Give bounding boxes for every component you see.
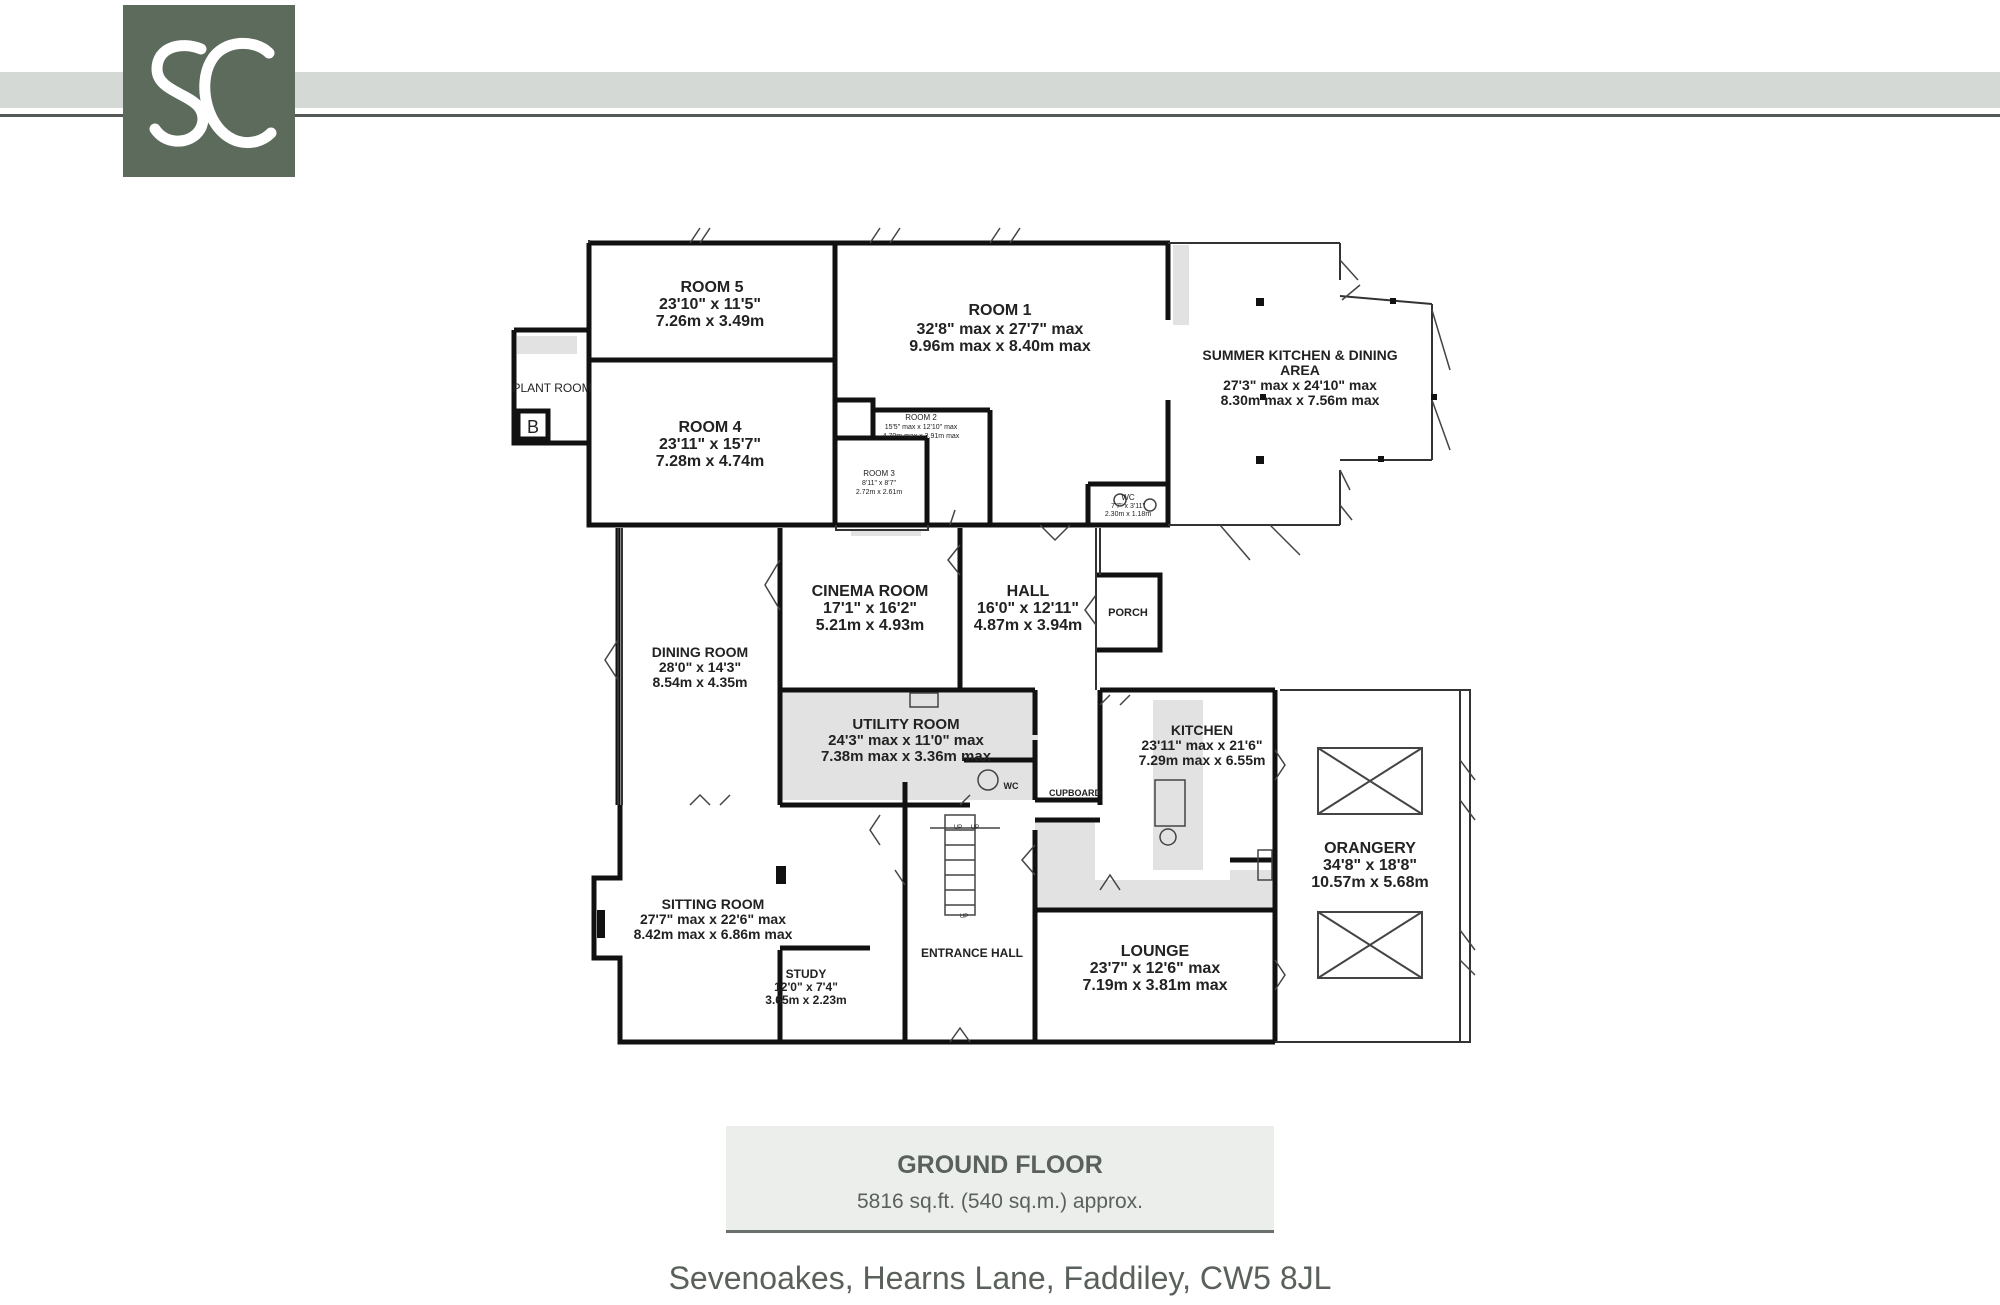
orangery-name: ORANGERY: [1324, 840, 1416, 857]
lounge-imperial: 23'7" x 12'6" max: [1090, 960, 1221, 977]
study-name: STUDY: [786, 967, 827, 981]
hall-metric: 4.87m x 3.94m: [974, 617, 1083, 634]
wc-top-name: WC: [1121, 493, 1135, 502]
sc-monogram-icon: [149, 37, 277, 149]
stairs-up-2: UP: [971, 825, 979, 831]
sc-logo: [123, 5, 295, 177]
room4-name: ROOM 4: [678, 419, 741, 436]
utility-metric: 7.38m max x 3.36m max: [821, 748, 992, 765]
dining-imperial: 28'0" x 14'3": [659, 659, 741, 675]
plant-room-name: PLANT ROOM: [512, 381, 591, 395]
sitting-metric: 8.42m max x 6.86m max: [634, 926, 793, 942]
orangery-imperial: 34'8" x 18'8": [1323, 857, 1417, 874]
room2-imperial: 15'5" max x 12'10" max: [885, 424, 958, 431]
study-imperial: 12'0" x 7'4": [774, 980, 838, 994]
lounge-name: LOUNGE: [1121, 943, 1190, 960]
cinema-name: CINEMA ROOM: [812, 583, 929, 600]
stairs-up-3: UP: [960, 914, 968, 920]
kitchen-imperial: 23'11" max x 21'6": [1141, 737, 1262, 753]
kitchen-name: KITCHEN: [1171, 722, 1233, 738]
room5-metric: 7.26m x 3.49m: [656, 313, 765, 330]
orangery-metric: 10.57m x 5.68m: [1311, 874, 1428, 891]
header-rule: [0, 114, 2000, 117]
entrance-hall-name: ENTRANCE HALL: [921, 946, 1023, 960]
room5-name: ROOM 5: [680, 279, 743, 296]
room2-name: ROOM 2: [905, 413, 937, 422]
sitting-imperial: 27'7" max x 22'6" max: [640, 911, 786, 927]
room3-metric: 2.72m x 2.61m: [856, 489, 902, 496]
summer-imperial: 27'3" max x 24'10" max: [1223, 377, 1377, 393]
room4-imperial: 23'11" x 15'7": [659, 436, 761, 453]
floor-caption: GROUND FLOOR 5816 sq.ft. (540 sq.m.) app…: [726, 1126, 1274, 1233]
dining-metric: 8.54m x 4.35m: [653, 674, 748, 690]
room2-metric: 4.70m max x 3.91m max: [883, 433, 960, 440]
wc-top-metric: 2.30m x 1.18m: [1105, 511, 1151, 518]
wc-top-imperial: 7'7" x 3'11": [1111, 503, 1145, 510]
boiler-label: B: [527, 417, 539, 437]
room1-imperial: 32'8" max x 27'7" max: [917, 321, 1084, 338]
room1-metric: 9.96m max x 8.40m max: [909, 338, 1091, 355]
dining-name: DINING ROOM: [652, 644, 748, 660]
lounge-metric: 7.19m x 3.81m max: [1083, 977, 1228, 994]
cupboard-name: CUPBOARD: [1049, 788, 1102, 798]
room4-metric: 7.28m x 4.74m: [656, 453, 765, 470]
study-metric: 3.65m x 2.23m: [765, 993, 846, 1007]
cinema-metric: 5.21m x 4.93m: [816, 617, 925, 634]
room3-imperial: 8'11" x 8'7": [862, 480, 896, 487]
hall-imperial: 16'0" x 12'11": [977, 600, 1079, 617]
summer-name-1: SUMMER KITCHEN & DINING: [1202, 347, 1397, 363]
stairs-up-1: UP: [954, 825, 962, 831]
header-band: [0, 72, 2000, 108]
cinema-imperial: 17'1" x 16'2": [823, 600, 917, 617]
summer-name-2: AREA: [1280, 362, 1320, 378]
utility-imperial: 24'3" max x 11'0" max: [828, 732, 984, 749]
hall-name: HALL: [1007, 583, 1050, 600]
room3-name: ROOM 3: [863, 469, 895, 478]
kitchen-metric: 7.29m max x 6.55m: [1139, 752, 1266, 768]
floor-title: GROUND FLOOR: [897, 1151, 1103, 1179]
porch-name: PORCH: [1108, 607, 1148, 619]
property-address: Sevenoakes, Hearns Lane, Faddiley, CW5 8…: [668, 1260, 1332, 1296]
wc-mid-name: WC: [1004, 781, 1019, 791]
utility-name: UTILITY ROOM: [852, 716, 959, 733]
floor-area: 5816 sq.ft. (540 sq.m.) approx.: [857, 1190, 1143, 1213]
summer-metric: 8.30m max x 7.56m max: [1221, 392, 1380, 408]
room5-imperial: 23'10" x 11'5": [659, 296, 761, 313]
sitting-name: SITTING ROOM: [662, 896, 765, 912]
room1-name: ROOM 1: [968, 302, 1031, 319]
